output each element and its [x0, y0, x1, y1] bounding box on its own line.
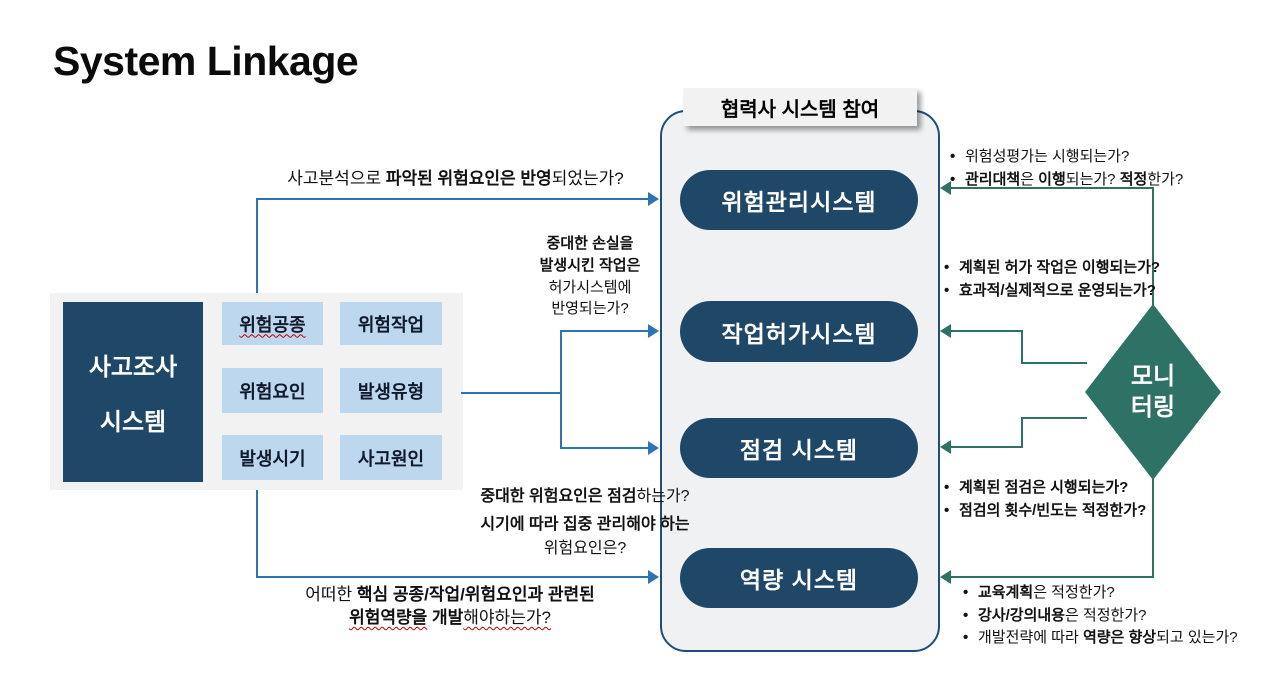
- connector-branch-upper: [562, 330, 648, 332]
- connector-branch-lower: [562, 447, 648, 449]
- bullet-icon: •: [963, 629, 969, 646]
- arrow-left-icon: [940, 570, 951, 584]
- monitoring-label-line2: 터링: [1130, 394, 1176, 421]
- pill-competency-system: 역량 시스템: [680, 548, 918, 608]
- list-item: • 계획된 허가 작업은 이행되는가?: [944, 257, 1269, 280]
- page-title: System Linkage: [53, 38, 359, 84]
- connector-bottom-horizontal: [256, 576, 648, 578]
- list-item: • 효과적/실제적으로 운영되는가?: [944, 280, 1269, 303]
- monitoring-diamond: 모니 터링: [1085, 304, 1221, 480]
- monitor-upper-horizontal: [950, 330, 1022, 332]
- question-accident-analysis: 사고분석으로 파악된 위험요인은 반영되었는가?: [287, 169, 624, 188]
- list-item: • 교육계획은 적정한가?: [963, 582, 1253, 605]
- connector-panel-stub: [461, 392, 561, 394]
- list-item: • 개발전략에 따라 역량은 향상되고 있는가?: [963, 627, 1253, 650]
- monitor-lower-horizontal: [950, 446, 1022, 448]
- arrow-right-icon: [648, 441, 659, 455]
- list-item: • 위험성평가는 시행되는가?: [950, 146, 1265, 169]
- tag-hazard-process: 위험공종: [222, 302, 323, 345]
- notes-inspection: • 계획된 점검은 시행되는가? • 점검의 횟수/빈도는 적정한가?: [944, 477, 1269, 522]
- monitor-top-horizontal: [950, 187, 1154, 189]
- monitor-lower-stub: [1021, 417, 1087, 419]
- connector-top-vertical: [256, 199, 258, 293]
- list-item: • 점검의 횟수/빈도는 적정한가?: [944, 500, 1269, 523]
- notes-work-permit: • 계획된 허가 작업은 이행되는가? • 효과적/실제적으로 운영되는가?: [944, 257, 1269, 302]
- bullet-icon: •: [950, 148, 956, 165]
- bullet-icon: •: [963, 584, 969, 601]
- list-item: • 관리대책은 이행되는가? 적정한가?: [950, 169, 1265, 192]
- monitor-bottom-vertical: [1152, 479, 1154, 578]
- notes-competency: • 교육계획은 적정한가? • 강사/강의내용은 적정한가? • 개발전략에 따…: [963, 582, 1253, 650]
- question-intensive-management: 시기에 따라 집중 관리해야 하는 위험요인은?: [480, 516, 690, 557]
- pill-inspection-system: 점검 시스템: [680, 418, 918, 478]
- question-competency-development: 어떠한 핵심 공종/작업/위험요인과 관련된 위험역량을 개발해야하는가?: [305, 585, 595, 627]
- pill-risk-management-system: 위험관리시스템: [680, 170, 918, 230]
- bullet-icon: •: [950, 170, 956, 188]
- bullet-icon: •: [944, 259, 950, 276]
- tag-occurrence-time: 발생시기: [222, 435, 323, 480]
- list-item: • 강사/강의내용은 적정한가?: [963, 605, 1253, 628]
- tag-risk-factor: 위험요인: [222, 368, 323, 413]
- accident-investigation-system-box: 사고조사 시스템: [63, 302, 203, 482]
- bullet-icon: •: [944, 479, 950, 496]
- arrow-left-icon: [940, 181, 951, 195]
- monitor-top-vertical: [1152, 187, 1154, 306]
- accident-system-label-line2: 시스템: [99, 409, 167, 436]
- arrow-right-icon: [648, 324, 659, 338]
- arrow-left-icon: [940, 324, 951, 338]
- monitoring-label-line1: 모니: [1130, 362, 1176, 390]
- tag-occurrence-type: 발생유형: [340, 368, 442, 413]
- pill-work-permit-system: 작업허가시스템: [680, 301, 918, 362]
- notes-risk-management: • 위험성평가는 시행되는가? • 관리대책은 이행되는가? 적정한가?: [950, 146, 1265, 191]
- accident-system-label-line1: 사고조사: [88, 354, 178, 381]
- bullet-icon: •: [963, 606, 969, 624]
- partner-systems-header: 협력사 시스템 참여: [683, 88, 917, 126]
- question-major-risk-inspect: 중대한 위험요인은 점검하는가?: [480, 488, 690, 505]
- monitor-upper-elbow: [1021, 330, 1023, 364]
- tag-hazard-work: 위험작업: [340, 302, 442, 345]
- arrow-right-icon: [648, 192, 659, 206]
- connector-bottom-vertical: [256, 490, 258, 578]
- arrow-right-icon: [648, 570, 659, 584]
- bullet-icon: •: [944, 501, 950, 519]
- monitor-bottom-horizontal: [950, 576, 1154, 578]
- question-major-loss: 중대한 손실을 발생시킨 작업은 허가시스템에 반영되는가?: [539, 235, 641, 318]
- monitor-lower-elbow: [1021, 417, 1023, 448]
- arrow-left-icon: [940, 440, 951, 454]
- tag-accident-cause: 사고원인: [340, 435, 442, 480]
- connector-branch-vertical: [560, 330, 562, 449]
- connector-top-horizontal: [256, 198, 648, 200]
- bullet-icon: •: [944, 281, 950, 299]
- monitor-upper-stub: [1021, 362, 1087, 364]
- list-item: • 계획된 점검은 시행되는가?: [944, 477, 1269, 500]
